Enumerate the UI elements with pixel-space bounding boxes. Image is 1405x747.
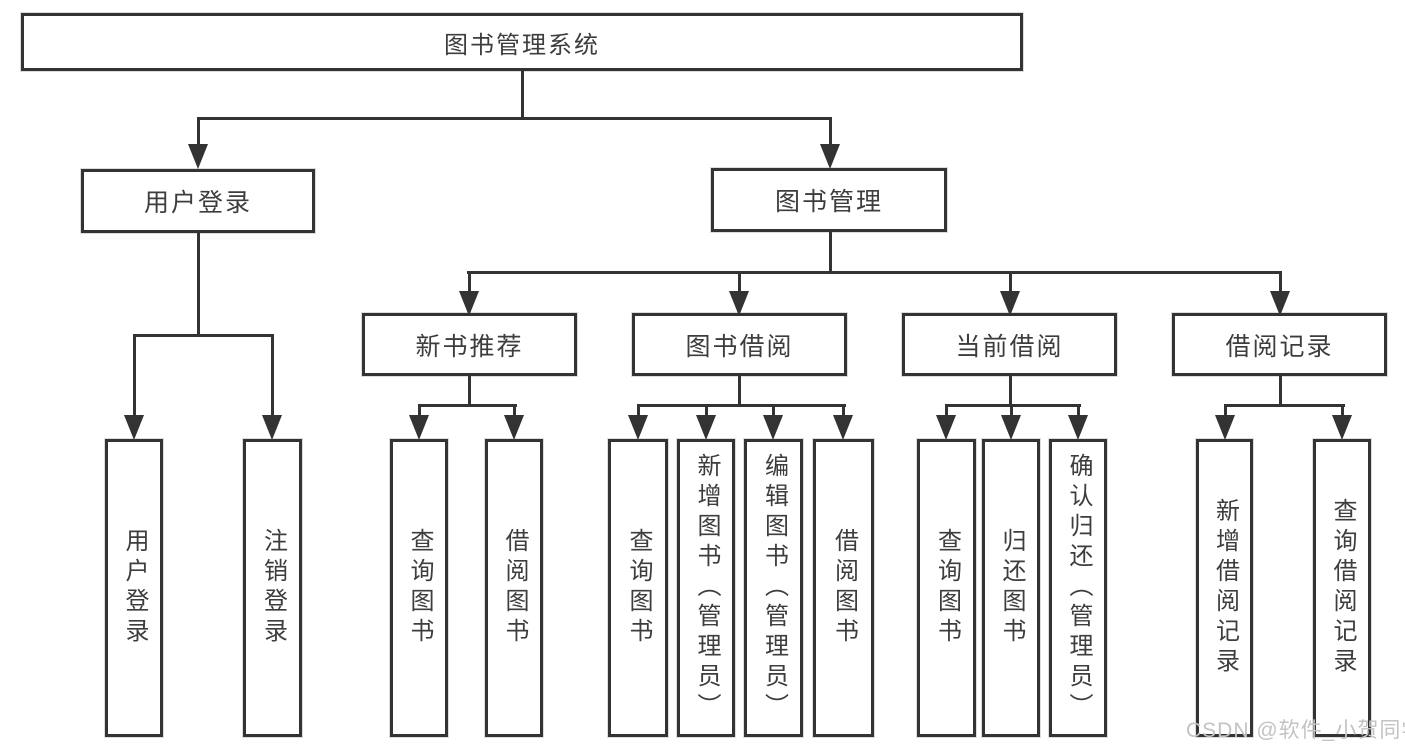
connector-line (1279, 376, 1282, 407)
leaf-add-borrow-record: 新增借阅记录 (1196, 439, 1253, 737)
connector-line (197, 117, 200, 146)
connector-line (133, 334, 136, 417)
arrowhead-icon (262, 415, 282, 440)
node-borrowing-records: 借阅记录 (1172, 313, 1387, 376)
connector-line (197, 117, 832, 120)
arrowhead-icon (504, 415, 524, 440)
arrowhead-icon (833, 415, 853, 440)
leaf-confirm-return-admin: 确认归还（管理员） (1049, 439, 1107, 737)
leaf-logout: 注销登录 (243, 439, 302, 737)
connector-line (1009, 376, 1012, 407)
connector-line (467, 271, 1281, 274)
connector-line (945, 404, 948, 417)
connector-line (1077, 404, 1080, 417)
leaf-user-login: 用户登录 (105, 439, 163, 737)
connector-line (418, 404, 517, 407)
node-user-login: 用户登录 (81, 169, 315, 233)
connector-line (1279, 271, 1282, 293)
connector-line (738, 271, 741, 293)
arrowhead-icon (936, 415, 956, 440)
connector-line (738, 376, 741, 407)
leaf-search-books-borrowing: 查询图书 (608, 439, 668, 737)
arrowhead-icon (1001, 415, 1021, 440)
node-current-borrowing: 当前借阅 (902, 313, 1117, 376)
connector-line (1224, 404, 1227, 417)
arrowhead-icon (1332, 415, 1352, 440)
connector-line (1009, 271, 1012, 293)
connector-line (829, 232, 832, 274)
connector-line (1224, 404, 1345, 407)
arrowhead-icon (124, 415, 144, 440)
connector-line (705, 404, 708, 417)
connector-line (271, 334, 274, 417)
connector-line (1010, 404, 1013, 417)
arrowhead-icon (459, 291, 479, 316)
arrowhead-icon (409, 415, 429, 440)
connector-line (513, 404, 516, 417)
connector-line (637, 404, 846, 407)
connector-line (521, 71, 524, 120)
connector-line (945, 404, 1081, 407)
connector-line (468, 271, 471, 293)
leaf-borrow-books-borrowing: 借阅图书 (813, 439, 874, 737)
leaf-search-books-current: 查询图书 (917, 439, 976, 737)
connector-line (133, 334, 274, 337)
connector-line (637, 404, 640, 417)
node-book-management: 图书管理 (711, 168, 947, 232)
arrowhead-icon (696, 415, 716, 440)
arrowhead-icon (763, 415, 783, 440)
leaf-borrow-books-recommend: 借阅图书 (485, 439, 543, 737)
arrowhead-icon (729, 291, 749, 316)
arrowhead-icon (1270, 291, 1290, 316)
watermark-text: CSDN @软件_小贺同学 (1186, 719, 1405, 742)
arrowhead-icon (1068, 415, 1088, 440)
connector-line (829, 117, 832, 146)
leaf-add-books-admin: 新增图书（管理员） (677, 439, 735, 737)
leaf-edit-books-admin: 编辑图书（管理员） (744, 439, 803, 737)
node-book-borrowing: 图书借阅 (632, 313, 847, 376)
arrowhead-icon (188, 144, 208, 169)
connector-line (418, 404, 421, 417)
connector-line (772, 404, 775, 417)
connector-line (1341, 404, 1344, 417)
node-new-book-recommend: 新书推荐 (362, 313, 577, 376)
leaf-return-books: 归还图书 (982, 439, 1040, 737)
arrowhead-icon (820, 144, 840, 169)
leaf-search-borrow-record: 查询借阅记录 (1313, 439, 1371, 737)
connector-line (468, 376, 471, 407)
leaf-search-books-recommend: 查询图书 (390, 439, 448, 737)
arrowhead-icon (1000, 291, 1020, 316)
arrowhead-icon (628, 415, 648, 440)
node-library-management-system: 图书管理系统 (21, 13, 1023, 71)
arrowhead-icon (1215, 415, 1235, 440)
connector-line (842, 404, 845, 417)
connector-line (197, 233, 200, 337)
